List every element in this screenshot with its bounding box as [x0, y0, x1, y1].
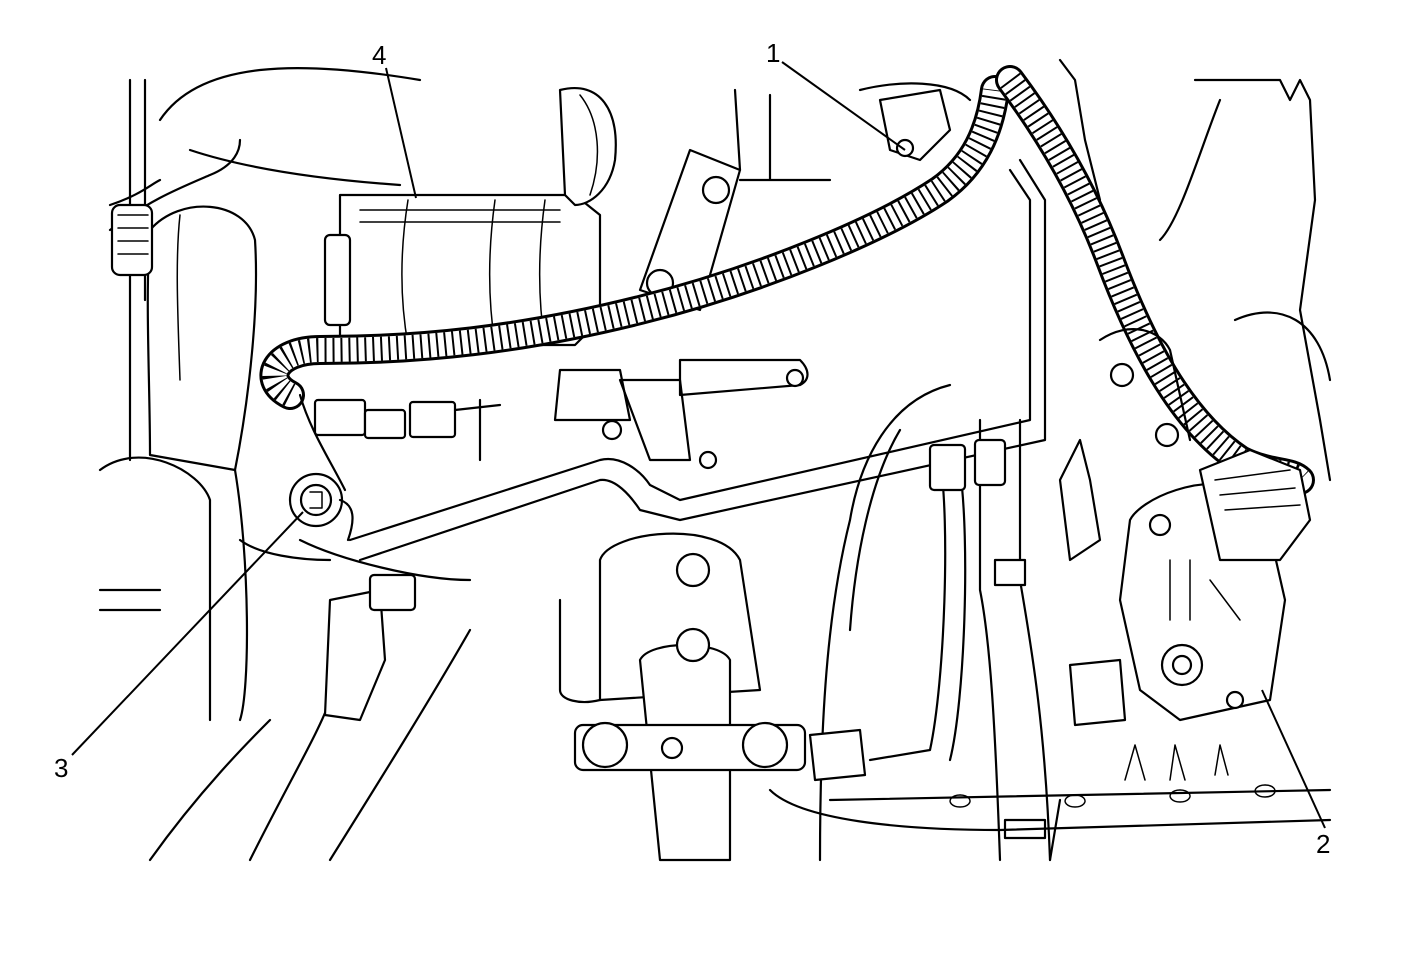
callout-3: 3 [54, 753, 68, 783]
upper-brackets [618, 88, 832, 470]
leader-2 [1261, 689, 1326, 829]
harness-connectors [298, 393, 502, 492]
upper-right-block [858, 58, 1332, 482]
leader-4 [385, 67, 417, 199]
leader-3 [71, 511, 304, 756]
leader-1 [781, 61, 906, 151]
callout-labels: 1 2 3 4 [54, 38, 1330, 859]
center-mount [558, 532, 807, 862]
right-hoses-and-pan [768, 383, 1332, 862]
long-tube [323, 158, 1047, 722]
callout-2: 2 [1316, 829, 1330, 859]
component-3-sensor [288, 472, 354, 542]
left-frame-and-hoses [98, 66, 472, 862]
leader-lines [71, 61, 1326, 829]
component-2-switch [1068, 448, 1312, 727]
callout-1: 1 [766, 38, 780, 68]
component-4-housing [323, 87, 632, 441]
callout-4: 4 [372, 40, 386, 70]
